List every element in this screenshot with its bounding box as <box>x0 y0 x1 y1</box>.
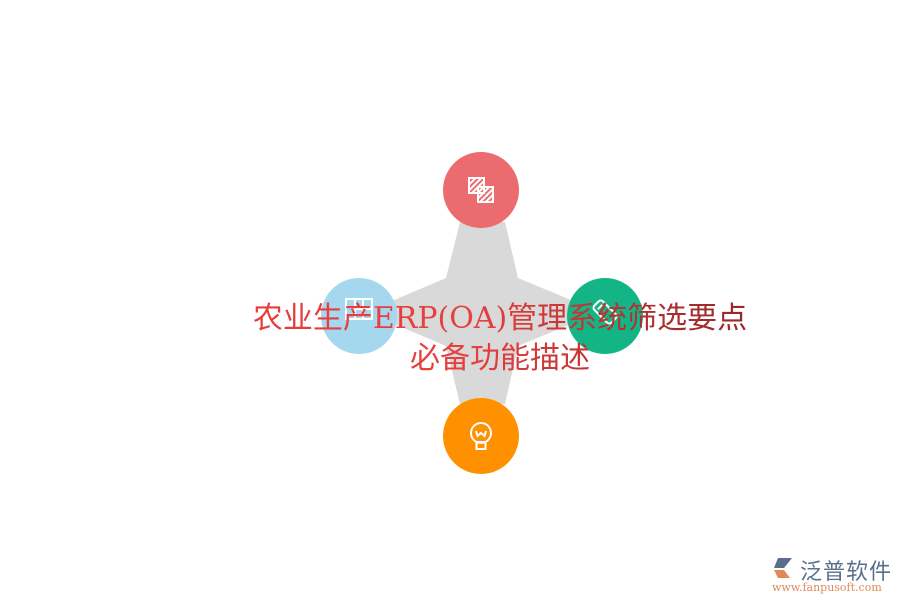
node-bottom <box>443 398 519 474</box>
brand-logo: 泛普软件 www.fanpusoft.com <box>768 552 898 596</box>
grid-window-icon <box>344 297 374 321</box>
node-right <box>567 278 643 354</box>
lightbulb-icon <box>467 420 495 452</box>
logo-url: www.fanpusoft.com <box>772 581 882 594</box>
tag-icon <box>590 297 620 327</box>
node-left <box>321 278 397 354</box>
diagram-title-line1: 农业生产ERP(OA)管理系统筛选要点 <box>200 300 800 338</box>
logo-mark-icon <box>770 556 798 584</box>
logo-name: 泛普软件 <box>800 560 893 585</box>
node-top <box>443 152 519 228</box>
diagram-title-line2: 必备功能描述 <box>200 340 800 378</box>
layers-icon <box>466 175 496 205</box>
